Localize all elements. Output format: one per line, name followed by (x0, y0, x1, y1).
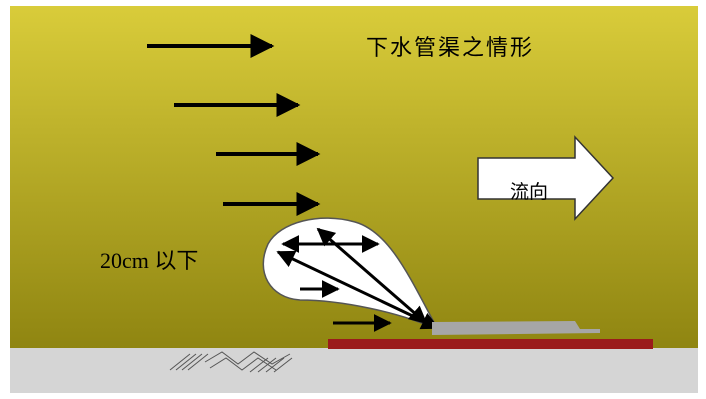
sediment-deposit (432, 321, 600, 335)
diagram-title: 下水管渠之情形 (366, 36, 535, 61)
pipe-bed (328, 339, 653, 349)
depth-label: 20cm 以下 (100, 248, 199, 273)
right-arrow-icon (477, 135, 615, 221)
velocity-profile-arrows (276, 227, 440, 332)
flow-direction-label: 流向 (510, 181, 549, 203)
velocity-arrows (147, 34, 321, 216)
ground-hatching (169, 351, 293, 373)
double-arrow-3 (316, 227, 428, 325)
ground-surface (10, 348, 698, 393)
